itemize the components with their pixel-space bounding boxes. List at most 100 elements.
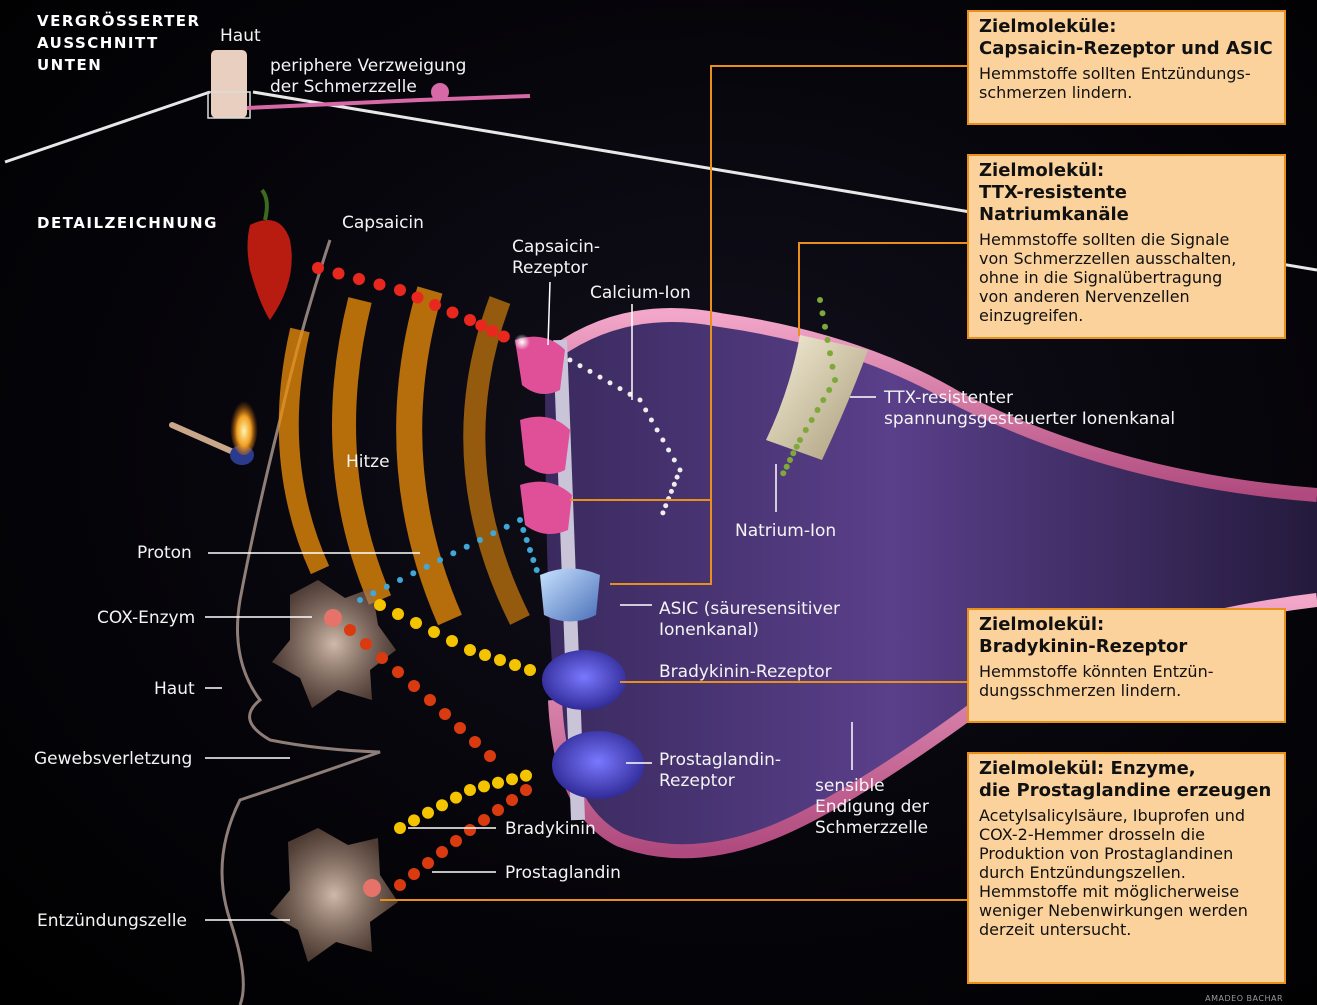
prostaglandin-molecule <box>506 794 518 806</box>
capsaicin-molecule <box>475 320 487 332</box>
proton-molecule <box>384 584 390 590</box>
proton-molecule <box>490 530 496 536</box>
capsaicin-molecule <box>487 325 499 337</box>
calcium-ion <box>669 489 674 494</box>
prostaglandin-receptor-label: Prostaglandin- Rezeptor <box>659 750 781 792</box>
target-box-body: Hemmstoffe sollten Entzündungs- schmerze… <box>979 64 1274 102</box>
proton-molecule <box>357 597 363 603</box>
zoom-caption: VERGRÖSSERTER AUSSCHNITT UNTEN <box>37 10 201 76</box>
prostaglandin-molecule <box>408 680 420 692</box>
target-box-title: Zielmoleküle: Capsaicin-Rezeptor und ASI… <box>979 16 1274 60</box>
sodium-ion <box>815 407 821 413</box>
ttx-channel-label: TTX-resistenter spannungsgesteuerter Ion… <box>884 388 1175 430</box>
target-box-title: Zielmolekül: TTX-resistente Natriumkanäl… <box>979 160 1274 226</box>
bradykinin-receptor-label: Bradykinin-Rezeptor <box>659 662 832 683</box>
calcium-ion <box>660 510 665 515</box>
target-box-title: Zielmolekül: Bradykinin-Rezeptor <box>979 614 1274 658</box>
skin-top-label: Haut <box>220 26 261 47</box>
capsaicin-molecule <box>374 279 386 291</box>
proton-molecule <box>504 524 510 530</box>
target-box-capsaicin-asic: Zielmoleküle: Capsaicin-Rezeptor und ASI… <box>967 10 1286 125</box>
bradykinin-molecule <box>436 799 448 811</box>
calcium-ion <box>578 363 583 368</box>
calcium-ion <box>618 386 623 391</box>
target-box-ttx: Zielmolekül: TTX-resistente Natriumkanäl… <box>967 154 1286 339</box>
flame <box>230 395 258 455</box>
bradykinin-molecule <box>422 807 434 819</box>
proton-molecule <box>524 537 530 543</box>
skin-label: Haut <box>154 679 195 700</box>
calcium-ion <box>655 428 660 433</box>
sodium-ion <box>825 337 831 343</box>
target-box-body: Hemmstoffe könnten Entzün- dungsschmerze… <box>979 662 1274 700</box>
capsaicin-molecule <box>464 314 476 326</box>
sodium-ion <box>787 457 793 463</box>
proton-molecule <box>370 590 376 596</box>
calcium-ion <box>672 482 677 487</box>
bradykinin-molecule <box>408 814 420 826</box>
inflammation-cell <box>270 828 398 962</box>
calcium-ion-label: Calcium-Ion <box>590 283 691 304</box>
bradykinin-label: Bradykinin <box>505 819 596 840</box>
prostaglandin-receptor <box>552 731 644 799</box>
bradykinin-molecule <box>410 617 422 629</box>
bradykinin-molecule <box>479 649 491 661</box>
proton-molecule <box>534 567 540 573</box>
sodium-ion <box>809 417 815 423</box>
bradykinin-molecule <box>520 770 532 782</box>
capsaicin-molecule <box>429 299 441 311</box>
sodium-ion <box>822 324 828 330</box>
target-box-title: Zielmolekül: Enzyme, die Prostaglandine … <box>979 758 1274 802</box>
sodium-ion <box>784 464 790 470</box>
sodium-ion <box>790 450 796 456</box>
sodium-ion <box>817 297 823 303</box>
prostaglandin-molecule <box>360 638 372 650</box>
bradykinin-molecule <box>446 635 458 647</box>
target-box-enzymes: Zielmolekül: Enzyme, die Prostaglandine … <box>967 752 1286 984</box>
skin-block <box>211 50 247 118</box>
calcium-ion <box>649 418 654 423</box>
sodium-ion <box>830 364 836 370</box>
target-box-body: Hemmstoffe sollten die Signale von Schme… <box>979 230 1274 325</box>
calcium-ion <box>638 398 643 403</box>
calcium-ion <box>598 375 603 380</box>
cox-enzyme-label: COX-Enzym <box>97 608 195 629</box>
inflammation-cell-label: Entzündungszelle <box>37 911 187 932</box>
capsaicin-molecule <box>312 262 324 274</box>
prostaglandin-molecule <box>394 879 406 891</box>
calcium-ion <box>568 358 573 363</box>
prostaglandin-molecule <box>424 694 436 706</box>
bradykinin-molecule <box>394 822 406 834</box>
sodium-ion <box>794 444 800 450</box>
bradykinin-molecule <box>506 773 518 785</box>
calcium-ion <box>672 458 677 463</box>
calcium-ion <box>675 475 680 480</box>
proton-molecule <box>477 537 483 543</box>
prostaglandin-molecule <box>454 722 466 734</box>
bradykinin-molecule <box>450 792 462 804</box>
heat-label: Hitze <box>346 452 390 473</box>
sodium-ion <box>797 437 803 443</box>
target-box-body: Acetylsalicylsäure, Ibuprofen und COX-2-… <box>979 806 1274 939</box>
capsaicin-molecule <box>353 273 365 285</box>
calcium-ion <box>643 408 648 413</box>
bradykinin-molecule <box>524 664 536 676</box>
proton-molecule <box>450 550 456 556</box>
calcium-ion <box>588 369 593 374</box>
proton-molecule <box>527 547 533 553</box>
illustrator-credit: AMADEO BACHAR <box>1205 994 1283 1003</box>
target-box-bradykinin: Zielmolekül: Bradykinin-Rezeptor Hemmsto… <box>967 608 1286 723</box>
proton-molecule <box>397 577 403 583</box>
heat-waves <box>289 290 520 620</box>
prostaglandin-molecule <box>469 736 481 748</box>
capsaicin-molecule <box>412 292 424 304</box>
calcium-ion <box>660 438 665 443</box>
capsaicin-molecule <box>394 284 406 296</box>
bradykinin-molecule <box>494 654 506 666</box>
prostaglandin-molecule <box>484 750 496 762</box>
bradykinin-molecule <box>428 626 440 638</box>
asic-label: ASIC (säuresensitiver Ionenkanal) <box>659 599 840 641</box>
asic-channel <box>540 569 600 622</box>
prostaglandin-label: Prostaglandin <box>505 863 621 884</box>
prostaglandin-molecule <box>464 824 476 836</box>
